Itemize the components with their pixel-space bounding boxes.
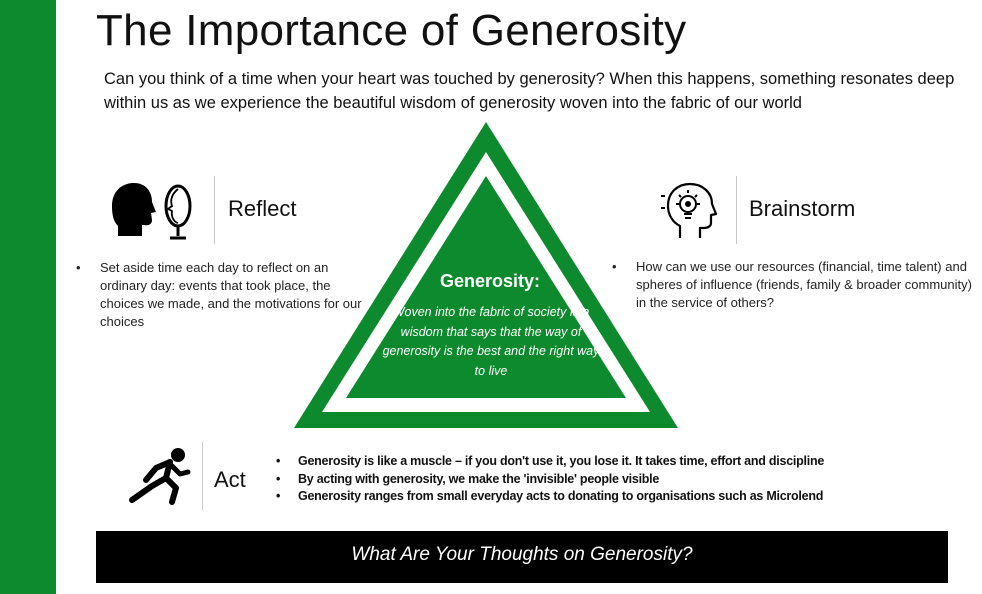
generosity-triangle: [294, 122, 678, 428]
page-title: The Importance of Generosity: [96, 6, 687, 55]
brainstorm-divider: [736, 176, 737, 244]
footer-question: What Are Your Thoughts on Generosity?: [351, 544, 693, 565]
intro-paragraph: Can you think of a time when your heart …: [104, 70, 955, 112]
reflect-divider: [214, 176, 215, 244]
list-item: Generosity ranges from small everyday ac…: [276, 488, 876, 506]
left-accent-bar: [0, 0, 56, 594]
head-and-mirror-icon: [112, 183, 192, 240]
triangle-inner: [346, 176, 626, 398]
triangle-heading: Generosity:: [439, 271, 541, 291]
brainstorm-label: Brainstorm: [749, 196, 856, 221]
act-label: Act: [214, 467, 246, 492]
list-item: Generosity is like a muscle – if you don…: [276, 453, 876, 471]
act-bullet-list: Generosity is like a muscle – if you don…: [276, 453, 876, 506]
list-item: How can we use our resources (financial,…: [612, 258, 977, 312]
running-person-icon: [129, 448, 191, 505]
list-item: By acting with generosity, we make the '…: [276, 471, 876, 489]
list-item: Set aside time each day to reflect on an…: [76, 259, 366, 331]
brainstorm-bullet-list: How can we use our resources (financial,…: [612, 258, 977, 312]
act-divider: [202, 442, 203, 510]
head-with-lightbulb-icon: [661, 182, 718, 238]
footer-banner: What Are Your Thoughts on Generosity?: [96, 531, 948, 583]
reflect-label: Reflect: [228, 196, 297, 221]
reflect-bullet-list: Set aside time each day to reflect on an…: [76, 259, 366, 331]
triangle-text: Woven into the fabric of society is a wi…: [382, 305, 600, 378]
